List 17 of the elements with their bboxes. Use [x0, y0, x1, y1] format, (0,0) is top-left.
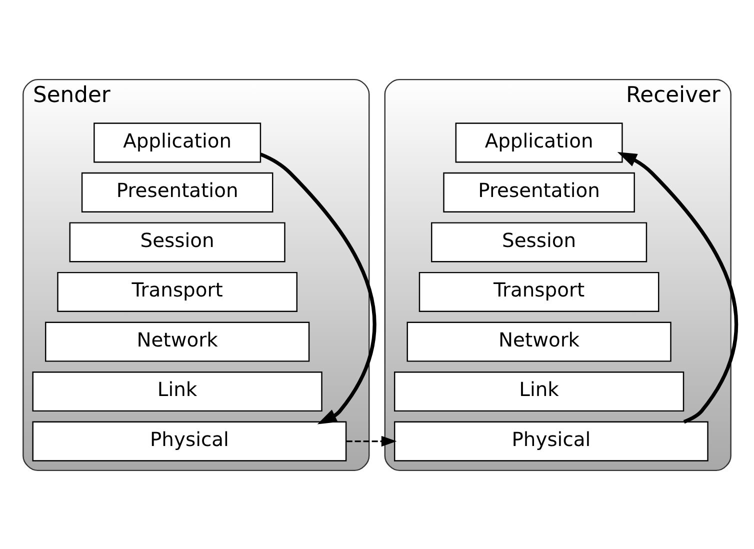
arrow — [260, 152, 376, 424]
node-box: Transport — [418, 271, 660, 312]
node-box: Physical — [32, 420, 347, 461]
node-box: Session — [69, 222, 286, 262]
node-box: Transport — [57, 271, 298, 312]
node-box: Physical — [394, 420, 708, 461]
node-box: Application — [94, 122, 262, 162]
node-box: Network — [45, 321, 310, 362]
node-box: Session — [431, 222, 648, 262]
node-box: Network — [406, 321, 672, 362]
node-box: Presentation — [81, 172, 274, 212]
arrow — [617, 151, 738, 424]
node-box: Application — [455, 122, 623, 162]
node-box: Link — [32, 371, 322, 412]
arrow — [346, 435, 397, 446]
node-box: Link — [394, 371, 684, 412]
node-box: Presentation — [443, 172, 635, 212]
